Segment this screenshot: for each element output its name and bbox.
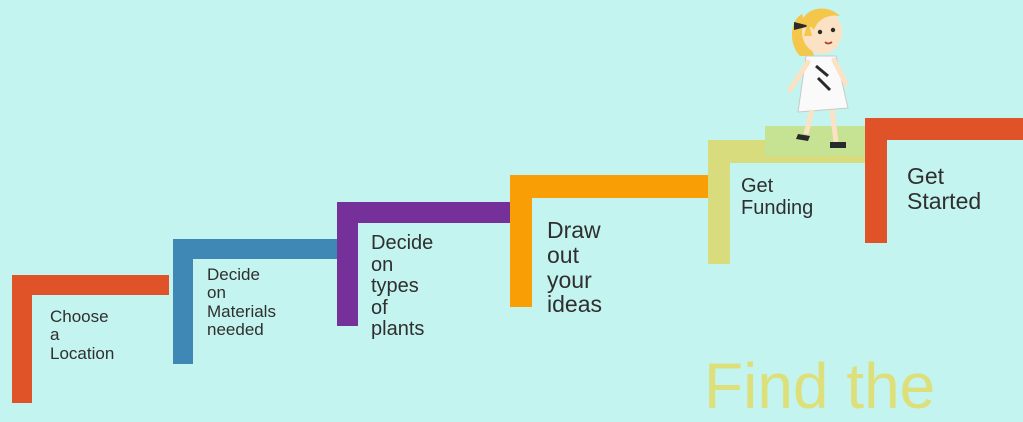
step-2-tread (173, 239, 337, 259)
step-2-label: Decide on Materials needed (207, 266, 276, 339)
step-3-label: Decide on types of plants (371, 233, 433, 341)
step-1-tread (12, 275, 169, 295)
headline-text: Find the (704, 354, 935, 418)
step-5-label: Get Funding (741, 176, 813, 219)
step-6-tread (865, 118, 1023, 140)
step-4-label: Draw out your ideas (547, 218, 602, 317)
step-4-tread (510, 175, 708, 198)
girl-illustration (770, 0, 870, 150)
step-6-label: Get Started (907, 164, 981, 214)
step-3-tread (337, 202, 510, 223)
step-1-label: Choose a Location (50, 308, 114, 363)
diagram-canvas: Choose a Location Decide on Materials ne… (0, 0, 1023, 403)
